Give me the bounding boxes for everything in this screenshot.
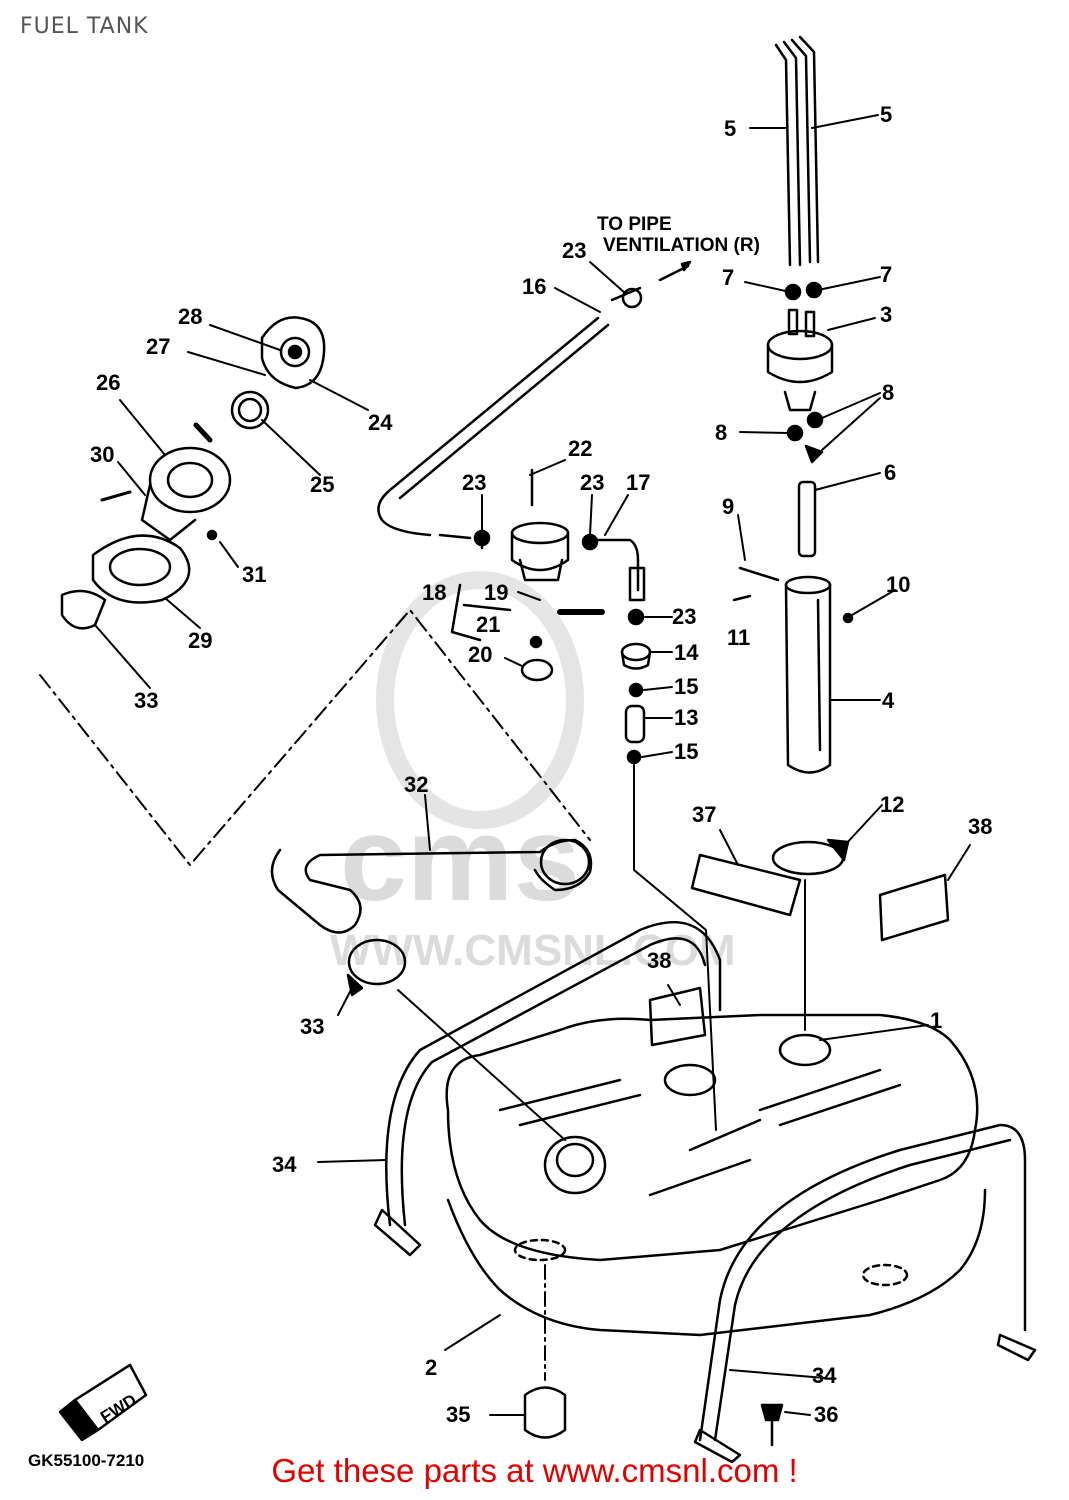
callout-4: 4: [882, 688, 895, 713]
filler-hose: [270, 838, 593, 934]
label-sheet-38-left: [648, 986, 707, 1047]
breather-pipes: [774, 35, 820, 267]
callout-31: 31: [242, 562, 266, 587]
callout-25: 25: [310, 472, 334, 497]
drawing-code: GK55100-7210: [28, 1451, 144, 1470]
callout-20: 20: [468, 642, 492, 667]
footer: Get these parts at www.cmsnl.com !: [0, 1452, 1069, 1490]
rubber-mount: [523, 1386, 567, 1439]
callout-9: 9: [722, 494, 734, 519]
fuel-cock: [438, 468, 646, 682]
fwd-badge-text: FWD: [97, 1390, 140, 1427]
callout-2: 2: [425, 1355, 437, 1380]
callout-7: 7: [880, 262, 892, 287]
callout-23: 23: [462, 470, 486, 495]
pipe-note-line1: TO PIPE: [597, 214, 672, 235]
drain-hose-parts: [620, 608, 717, 1131]
callout-38: 38: [968, 814, 992, 839]
callout-16: 16: [522, 274, 546, 299]
sender-unit: [766, 281, 834, 464]
callout-3: 3: [880, 302, 892, 327]
callout-38: 38: [647, 948, 671, 973]
reference-line: [39, 609, 591, 866]
callout-6: 6: [884, 460, 896, 485]
page-title: FUEL TANK: [20, 14, 149, 39]
callout-27: 27: [146, 334, 170, 359]
watermark: cms WWW.CMSNL.COM: [330, 571, 736, 975]
pipe-note-line2: VENTILATION (R): [603, 235, 760, 256]
callout-14: 14: [674, 640, 699, 665]
callout-12: 12: [880, 792, 904, 817]
filler-cap-assembly: [60, 316, 326, 630]
watermark-brand: cms: [340, 792, 580, 926]
callout-30: 30: [90, 442, 114, 467]
callout-17: 17: [626, 470, 650, 495]
callout-34: 34: [812, 1363, 837, 1388]
watermark-url: WWW.CMSNL.COM: [330, 926, 736, 975]
callout-22: 22: [568, 436, 592, 461]
callout-8: 8: [882, 380, 894, 405]
callout-33: 33: [134, 688, 158, 713]
callout-15: 15: [674, 739, 698, 764]
callout-29: 29: [188, 628, 212, 653]
callout-23: 23: [672, 604, 696, 629]
tank-straps: [373, 921, 1037, 1464]
callout-15: 15: [674, 674, 698, 699]
callout-23: 23: [562, 238, 586, 263]
callout-26: 26: [96, 370, 120, 395]
callout-33: 33: [300, 1014, 324, 1039]
fuel-rod: [797, 480, 817, 558]
callout-1: 1: [930, 1008, 942, 1033]
callout-8: 8: [715, 420, 727, 445]
callout-5: 5: [724, 116, 736, 141]
label-sheet-37: [690, 853, 802, 917]
callout-5: 5: [880, 102, 892, 127]
callout-11: 11: [727, 625, 750, 650]
hose-clamp: [771, 838, 850, 876]
callout-37: 37: [692, 802, 716, 827]
callout-24: 24: [368, 410, 393, 435]
callout-18: 18: [422, 580, 446, 605]
callout-23: 23: [580, 470, 604, 495]
leader-lines: [94, 114, 971, 1416]
callout-36: 36: [814, 1402, 838, 1427]
forward-direction-badge: [58, 1363, 148, 1442]
callout-13: 13: [674, 705, 698, 730]
callout-35: 35: [446, 1402, 470, 1427]
callout-32: 32: [404, 772, 428, 797]
mount-bolt: [760, 1403, 784, 1447]
callout-34: 34: [272, 1152, 297, 1177]
callout-19: 19: [484, 580, 508, 605]
callout-28: 28: [178, 304, 202, 329]
callout-10: 10: [886, 572, 910, 597]
level-gauge-tube: [732, 566, 854, 774]
vent-pipe: [377, 260, 692, 537]
callout-21: 21: [476, 612, 500, 637]
callout-7: 7: [722, 265, 734, 290]
parts-store-link[interactable]: Get these parts at www.cmsnl.com !: [271, 1452, 798, 1489]
fuel-tank-body: [445, 879, 987, 1381]
label-sheet-38-right: [878, 873, 950, 942]
